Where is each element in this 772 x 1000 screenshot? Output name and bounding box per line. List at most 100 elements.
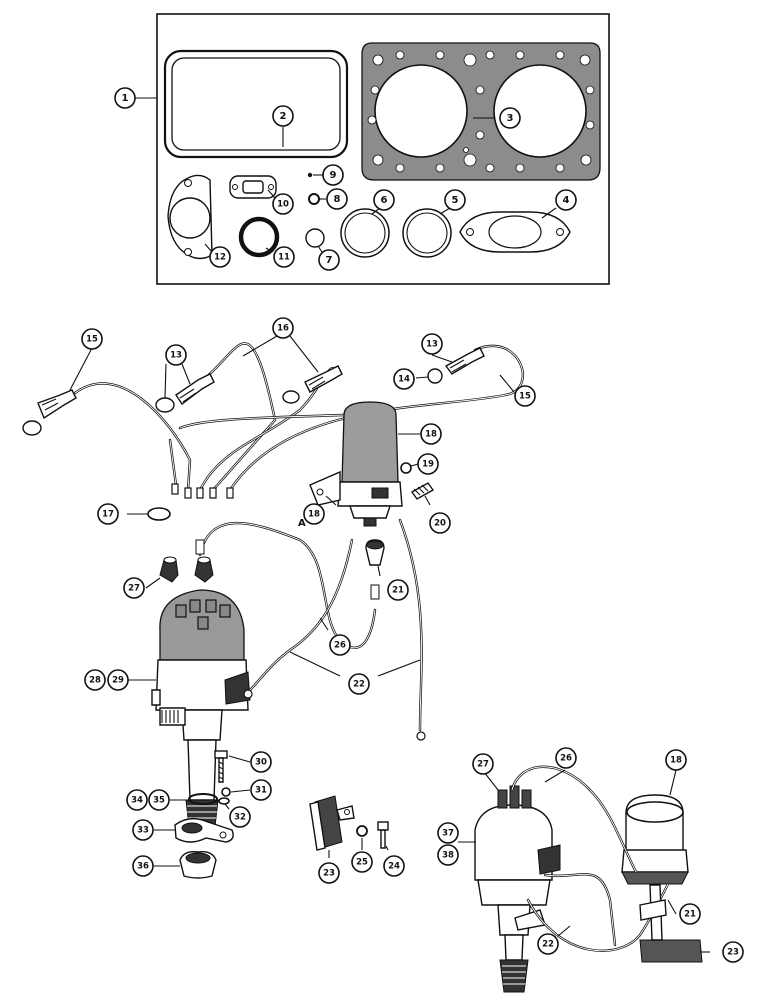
ignition-coil [309, 401, 420, 527]
callout-circle [250, 779, 272, 801]
callout-number: 24 [388, 862, 400, 872]
callout-7: 7 [318, 249, 340, 271]
callout-14: 14 [393, 368, 415, 390]
coil-mount-screw [410, 482, 435, 500]
callout-37: 37 [437, 822, 459, 844]
callout-circle [393, 368, 415, 390]
callout-circle [132, 819, 154, 841]
callout-circle [132, 855, 154, 877]
callout-22: 22 [537, 933, 559, 955]
callout-circle [679, 903, 701, 925]
callout-number: 21 [392, 586, 404, 596]
distributor-o-ring [188, 793, 218, 805]
callout-circle [148, 789, 170, 811]
callout-number: 6 [381, 195, 388, 206]
small-manifold-gasket [229, 175, 277, 199]
callout-number: 2 [280, 111, 287, 122]
callout-number: 30 [255, 758, 267, 768]
clamp-washer [218, 797, 230, 805]
clamp-lockwasher [221, 787, 231, 797]
callout-3: 3 [499, 107, 521, 129]
distributor-adapter [179, 850, 217, 879]
callout-5: 5 [444, 189, 466, 211]
callout-17: 17 [97, 503, 119, 525]
small-washer [308, 193, 320, 205]
assembled-resistor [639, 884, 703, 963]
callout-number: 26 [334, 641, 346, 651]
callout-number: 9 [330, 170, 337, 181]
callout-number: 34 [131, 796, 143, 806]
callout-circle [555, 189, 577, 211]
callout-circle [348, 673, 370, 695]
callout-21: 21 [679, 903, 701, 925]
callout-number: 19 [422, 460, 434, 470]
callout-circle [444, 189, 466, 211]
callout-2: 2 [272, 105, 294, 127]
ballast-resistor [309, 795, 355, 851]
callout-circle [209, 246, 231, 268]
callout-number: 28 [89, 676, 101, 686]
callout-circle [429, 512, 451, 534]
callout-number: 22 [353, 680, 365, 690]
cylinder-head-gasket [361, 42, 601, 181]
callout-number: 27 [128, 584, 140, 594]
callout-circle [272, 193, 294, 215]
callout-number: 4 [563, 195, 570, 206]
callout-circle [351, 851, 373, 873]
assembled-coil [621, 794, 689, 885]
small-seal [305, 228, 325, 248]
resistor-washer [356, 825, 368, 837]
callout-circle [318, 862, 340, 884]
assembled-distributor [474, 785, 561, 993]
callout-circle [326, 188, 348, 210]
callout-circle [81, 328, 103, 350]
callout-16: 16 [272, 317, 294, 339]
callout-number: 33 [137, 826, 149, 836]
callout-number: 37 [442, 829, 454, 839]
spark-plug-boot-left [37, 389, 77, 420]
callout-26: 26 [329, 634, 351, 656]
spark-plug-boot-4 [444, 347, 485, 375]
callout-circle [303, 503, 325, 525]
callout-27: 27 [472, 753, 494, 775]
distributor-hold-down-clamp [174, 817, 234, 843]
callout-number: 36 [137, 862, 149, 872]
distributor-clamp-screw [214, 750, 228, 783]
callout-circle [437, 822, 459, 844]
callout-circle [472, 753, 494, 775]
callout-circle [665, 749, 687, 771]
callout-number: 31 [255, 786, 267, 796]
callout-38: 38 [437, 844, 459, 866]
distributor-exploded [151, 589, 251, 836]
callout-13: 13 [165, 344, 187, 366]
callout-circle [387, 579, 409, 601]
grommet [147, 507, 171, 521]
callout-circle [114, 87, 136, 109]
callout-number: 21 [684, 910, 696, 920]
o-ring-large [238, 216, 280, 258]
callout-26: 26 [555, 747, 577, 769]
oval-flange-gasket [459, 211, 571, 253]
callout-34: 34 [126, 789, 148, 811]
callout-13: 13 [421, 333, 443, 355]
callout-number: 13 [426, 340, 438, 350]
callout-18: 18 [665, 749, 687, 771]
callout-6: 6 [373, 189, 395, 211]
callout-number: 15 [519, 392, 531, 402]
callout-number: 17 [102, 510, 114, 520]
callout-29: 29 [107, 669, 129, 691]
callout-circle [229, 806, 251, 828]
callout-12: 12 [209, 246, 231, 268]
resistor-screw [377, 821, 389, 849]
callout-33: 33 [132, 819, 154, 841]
callout-circle [250, 751, 272, 773]
gasket-set-panel [135, 13, 610, 285]
callout-number: 8 [334, 194, 341, 205]
lock-washer [400, 462, 412, 474]
callout-number: 32 [234, 813, 246, 823]
callout-25: 25 [351, 851, 373, 873]
callout-circle [329, 634, 351, 656]
callout-circle [165, 344, 187, 366]
callout-number: 18 [308, 510, 320, 520]
